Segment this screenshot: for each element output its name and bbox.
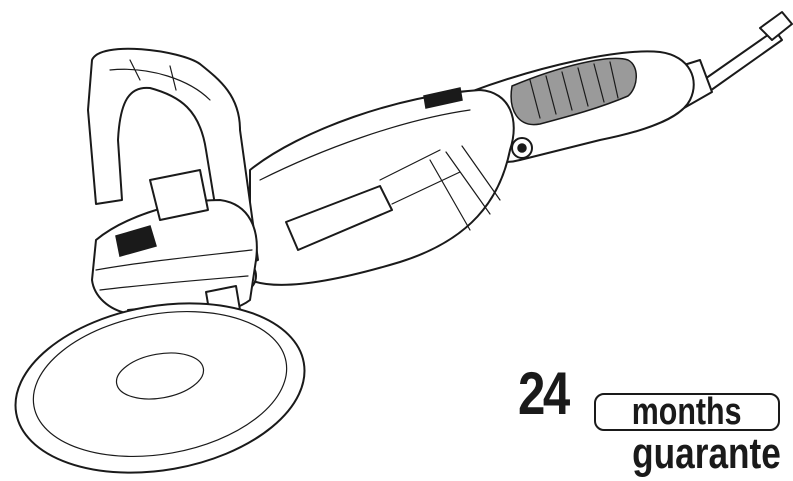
guarantee-number: 24 <box>518 360 570 427</box>
polishing-pad <box>14 302 306 474</box>
guarantee-unit-pill: months <box>594 393 780 431</box>
rear-handle <box>469 50 695 163</box>
guarantee-word: guarante <box>632 429 781 478</box>
motor-housing <box>249 87 533 286</box>
guarantee-unit: months <box>632 391 742 433</box>
